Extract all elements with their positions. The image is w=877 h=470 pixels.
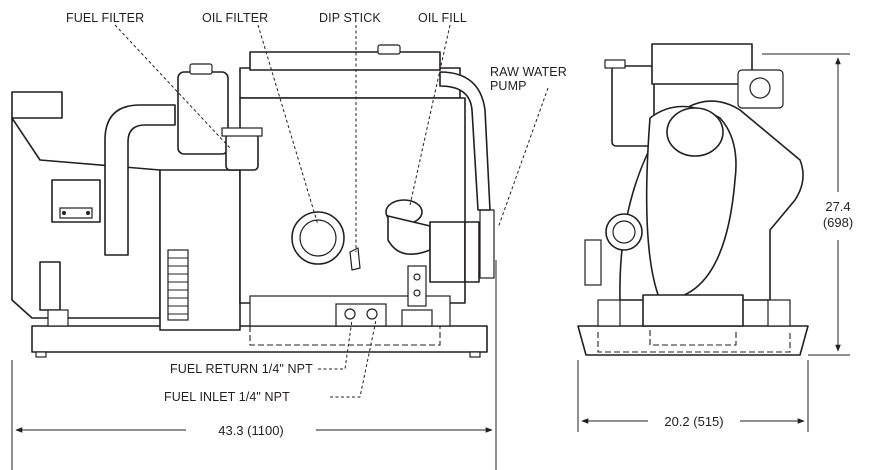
labels-group: FUEL FILTER OIL FILTER DIP STICK OIL FIL…	[66, 11, 853, 438]
bolt	[413, 273, 421, 281]
dip-stick-label: DIP STICK	[319, 11, 381, 25]
mount-foot	[47, 309, 69, 327]
engine-mount	[407, 265, 427, 307]
side-view	[11, 44, 495, 358]
length-dimension-text: 43.3 (1100)	[218, 423, 284, 438]
end-base-block	[642, 294, 744, 327]
coolant-tank	[177, 71, 229, 155]
end-coolant-tank	[611, 65, 655, 147]
dimensions	[11, 53, 850, 470]
fuel-return-fitting	[344, 308, 356, 320]
front-pulley	[429, 221, 466, 283]
fuel-filter-canister	[225, 133, 259, 171]
base-foot	[35, 351, 47, 358]
width-dimension-text: 20.2 (515)	[664, 414, 723, 429]
raw-water-pump-body	[479, 209, 495, 279]
support-bracket	[39, 261, 61, 311]
end-filter-cap	[749, 77, 771, 99]
filler-cap	[377, 44, 401, 55]
oil-fill-label: OIL FILL	[418, 11, 467, 25]
exhaust-duct	[104, 104, 176, 256]
end-mount-left	[597, 299, 621, 327]
panel-plate	[59, 207, 93, 219]
valve-cover	[249, 51, 441, 71]
fuel-inlet-fitting	[366, 308, 378, 320]
base-plate	[31, 325, 488, 353]
hidden-oil-pan-outline	[249, 326, 441, 346]
height-dimension-text-2: (698)	[823, 215, 853, 230]
end-side-bracket	[584, 239, 602, 286]
end-pump-disc-inner	[612, 220, 636, 244]
raw-water-label-1: RAW WATER	[490, 65, 567, 79]
pulley-hub	[464, 221, 480, 283]
pump-hose	[439, 71, 491, 211]
mount-foot	[401, 309, 433, 327]
fuel-filter-leader	[114, 24, 231, 149]
leader-lines	[114, 24, 549, 398]
end-mount-right	[767, 299, 791, 327]
fuel-inlet-leader	[330, 319, 377, 398]
control-box	[11, 91, 63, 119]
oil-filter-label: OIL FILTER	[202, 11, 268, 25]
end-opening	[666, 107, 724, 157]
end-valve-cover	[651, 43, 753, 85]
bolt	[62, 211, 66, 215]
raw-water-label-2: PUMP	[490, 79, 527, 93]
dipstick-handle	[349, 247, 361, 271]
fuel-return-label: FUEL RETURN 1/4" NPT	[170, 362, 313, 376]
end-hidden-pan	[649, 330, 737, 346]
height-dimension-text-1: 27.4	[825, 199, 850, 214]
end-view	[577, 43, 809, 356]
louver-vents	[167, 249, 189, 321]
fuel-filter-label: FUEL FILTER	[66, 11, 144, 25]
base-foot	[469, 351, 481, 358]
fuel-filter-head	[221, 127, 263, 137]
end-hidden-outline	[597, 332, 791, 353]
bolt	[86, 211, 90, 215]
tank-cap	[189, 63, 213, 75]
oil-filter-leader	[257, 24, 319, 226]
fuel-fittings-plate	[335, 303, 387, 327]
oil-filter-ring-inner	[299, 219, 337, 257]
raw-water-pump-leader	[497, 87, 549, 229]
fuel-inlet-label: FUEL INLET 1/4" NPT	[164, 390, 290, 404]
end-tank-cap	[604, 59, 626, 69]
rocker-cover	[239, 67, 461, 99]
bolt	[413, 289, 421, 297]
end-base-plate	[577, 325, 809, 356]
